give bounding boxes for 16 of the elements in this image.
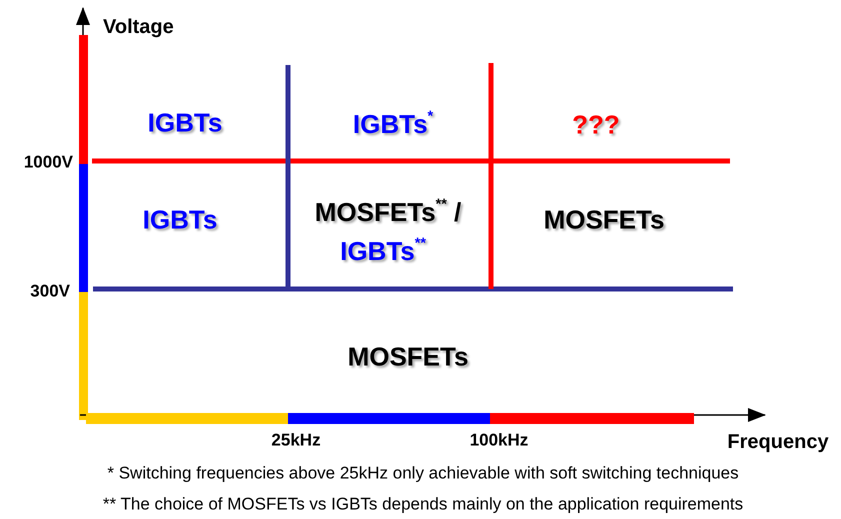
region-label: IGBTs$^{**}$	[340, 236, 426, 266]
region-label: IGBTs$^{*}$	[352, 109, 434, 139]
region-label: MOSFETs	[544, 206, 664, 234]
region-label: IGBTs	[142, 206, 218, 234]
region-label: IGBTs	[148, 108, 222, 138]
region-label: MOSFETs	[348, 342, 468, 372]
tick-label: 1000V	[24, 154, 73, 172]
tick-label: 300V	[30, 282, 70, 302]
axis-title: Frequency	[727, 431, 829, 453]
footnote: * Switching frequencies above 25kHz only achievable with soft switching techniques	[107, 464, 739, 484]
tick-label: 100kHz	[470, 432, 528, 450]
tick-label: 25kHz	[271, 432, 321, 450]
region-label: MOSFETs$^{**}$ /	[314, 197, 462, 227]
region-label: ???	[572, 110, 620, 140]
axis-title: Voltage	[103, 16, 174, 38]
footnote: ** The choice of MOSFETs vs IGBTs depends mainly on the application requirements	[102, 496, 744, 514]
